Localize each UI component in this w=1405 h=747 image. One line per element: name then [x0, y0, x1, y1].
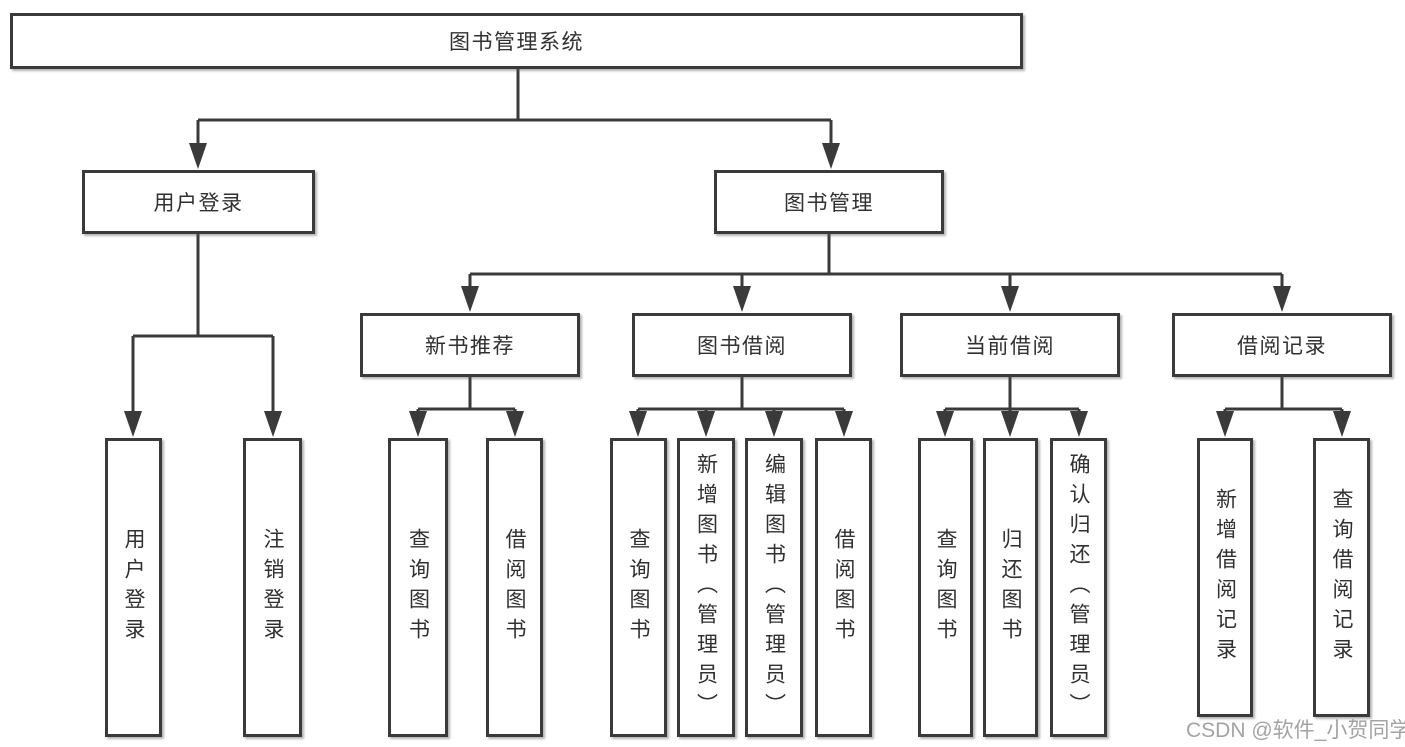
leaf-label: 用户登录: [122, 527, 145, 648]
leaf-add-borrow-record: 新增借阅记录: [1197, 438, 1253, 717]
connector-user-login-branch: [131, 234, 275, 414]
arrow-down-icon: [1001, 286, 1019, 312]
leaf-query-book-borrow: 查询图书: [610, 438, 667, 737]
node-current-borrow: 当前借阅: [900, 313, 1120, 377]
leaf-label: 确认归还（管理员）: [1067, 452, 1090, 723]
node-label: 借阅记录: [1237, 335, 1327, 358]
arrow-down-icon: [936, 411, 954, 437]
leaf-edit-book-admin: 编辑图书（管理员）: [745, 438, 803, 737]
arrow-down-icon: [264, 411, 282, 437]
leaf-label: 借阅图书: [503, 527, 526, 648]
leaf-label: 查询图书: [627, 527, 650, 648]
leaf-return-book: 归还图书: [983, 438, 1038, 737]
leaf-borrow-book: 借阅图书: [815, 438, 872, 737]
arrow-down-icon: [1333, 411, 1351, 437]
connector-new-book-branch: [416, 377, 517, 414]
node-library-system: 图书管理系统: [10, 13, 1023, 69]
arrow-down-icon: [461, 286, 479, 312]
leaf-label: 新增图书（管理员）: [694, 452, 718, 723]
arrow-down-icon: [409, 411, 427, 437]
connector-book-management-branch: [468, 234, 1284, 287]
node-book-management: 图书管理: [714, 170, 944, 234]
node-borrow-record: 借阅记录: [1172, 313, 1392, 377]
leaf-logout: 注销登录: [243, 438, 302, 737]
node-new-book-recommend: 新书推荐: [360, 313, 580, 377]
leaf-label: 新增借阅记录: [1213, 487, 1237, 668]
arrow-down-icon: [1273, 286, 1291, 312]
arrow-down-icon: [1001, 411, 1019, 437]
node-label: 图书管理系统: [449, 31, 584, 54]
leaf-label: 查询借阅记录: [1330, 487, 1353, 668]
leaf-user-login: 用户登录: [105, 438, 162, 737]
arrow-down-icon: [835, 411, 853, 437]
connector-root-to-level2: [196, 69, 833, 146]
node-label: 当前借阅: [965, 335, 1055, 358]
leaf-label: 借阅图书: [832, 527, 855, 648]
leaf-label: 查询图书: [406, 527, 430, 648]
arrow-down-icon: [1216, 411, 1234, 437]
leaf-query-book-current: 查询图书: [918, 438, 973, 737]
leaf-label: 查询图书: [934, 527, 957, 648]
leaf-label: 归还图书: [999, 527, 1022, 648]
arrowhead-group: [124, 143, 1351, 437]
node-label: 图书管理: [784, 192, 874, 215]
arrow-down-icon: [124, 411, 142, 437]
connector-book-borrow-branch: [636, 377, 846, 414]
connector-current-borrow-branch: [943, 377, 1081, 414]
arrow-down-icon: [189, 143, 207, 169]
leaf-confirm-return-admin: 确认归还（管理员）: [1050, 438, 1107, 737]
node-user-login: 用户登录: [82, 170, 315, 234]
arrow-down-icon: [765, 411, 783, 437]
node-label: 用户登录: [153, 192, 244, 215]
csdn-watermark: CSDN @软件_小贺同学: [1186, 719, 1405, 742]
arrow-down-icon: [1070, 411, 1088, 437]
connector-borrow-record-branch: [1223, 377, 1344, 414]
node-book-borrow: 图书借阅: [632, 313, 852, 377]
leaf-query-borrow-record: 查询借阅记录: [1313, 438, 1370, 717]
node-label: 图书借阅: [697, 335, 787, 358]
leaf-add-book-admin: 新增图书（管理员）: [677, 438, 735, 737]
node-label: 新书推荐: [425, 335, 515, 358]
arrow-down-icon: [506, 411, 524, 437]
leaf-label: 编辑图书（管理员）: [762, 452, 786, 723]
arrow-down-icon: [822, 143, 840, 169]
arrow-down-icon: [733, 286, 751, 312]
leaf-label: 注销登录: [261, 527, 284, 648]
arrow-down-icon: [629, 411, 647, 437]
arrow-down-icon: [697, 411, 715, 437]
leaf-query-book-recommend: 查询图书: [388, 438, 448, 737]
leaf-borrow-book-recommend: 借阅图书: [486, 438, 543, 737]
